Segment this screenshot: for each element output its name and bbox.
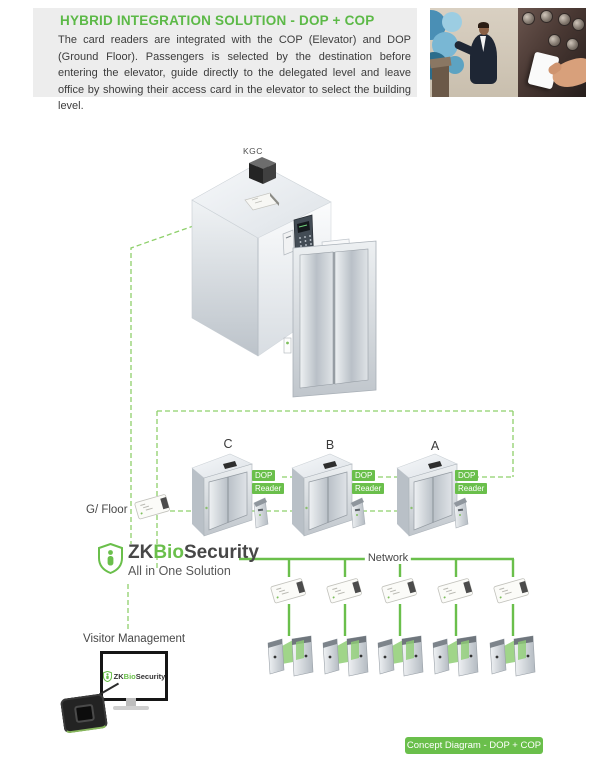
- badge-line: DOP: [455, 470, 479, 481]
- dop-reader-device-b: [350, 497, 366, 529]
- dop-reader-badge-a: DOP Reader: [455, 470, 488, 494]
- shield-icon: [98, 543, 123, 574]
- fingerprint-window: [73, 703, 96, 724]
- brand-tagline: All in One Solution: [128, 564, 231, 578]
- elevator-button: [566, 38, 579, 51]
- network-controller-4: [436, 577, 474, 604]
- elevator-c: [191, 453, 253, 537]
- elevator-button: [522, 12, 535, 25]
- network-label: Network: [364, 552, 412, 564]
- network-controller-2: [325, 577, 363, 604]
- fingerprint-reader: [59, 693, 109, 734]
- kgc-label: KGC: [243, 146, 263, 156]
- visitor-management-label: Visitor Management: [83, 633, 186, 645]
- page-title: HYBRID INTEGRATION SOLUTION - DOP + COP: [60, 13, 375, 28]
- badge-line: DOP: [352, 470, 376, 481]
- elevator-button: [540, 10, 553, 23]
- wall-art-circle: [442, 12, 462, 32]
- visitor-monitor: ZKBioSecurity: [100, 651, 168, 701]
- monitor-brand-text: ZKBioSecurity: [113, 671, 166, 681]
- gfloor-label: G/ Floor: [86, 504, 128, 516]
- hall-reader: [283, 337, 292, 354]
- network-controller-5: [492, 577, 530, 604]
- elevator-button: [548, 34, 561, 47]
- dop-reader-badge-b: DOP Reader: [352, 470, 385, 494]
- badge-line: Reader: [352, 483, 385, 494]
- network-controller-3: [380, 577, 418, 604]
- man-shirt: [480, 36, 486, 52]
- dop-reader-badge-c: DOP Reader: [252, 470, 285, 494]
- cab-roof-controller: [244, 192, 280, 211]
- elevator-b-label: B: [325, 438, 335, 452]
- monitor-logo: ZKBioSecurity: [102, 670, 166, 682]
- dop-reader-device-c: [253, 497, 269, 529]
- shield-icon: [102, 670, 112, 682]
- intro-paragraph: The card readers are integrated with the…: [58, 34, 411, 112]
- badge-line: Reader: [455, 483, 488, 494]
- diagram-artwork: [127, 157, 536, 677]
- turnstile-3: [377, 635, 424, 677]
- turnstile-4: [432, 635, 479, 677]
- elevator-button: [572, 18, 585, 31]
- main-elevator-illustration: [191, 157, 377, 398]
- photo-man-at-kiosk: [430, 8, 518, 97]
- elevator-button: [558, 13, 571, 26]
- turnstile-1: [267, 635, 314, 677]
- monitor-stand: [126, 698, 136, 706]
- brand-bio: Bio: [153, 542, 184, 563]
- kiosk: [432, 64, 449, 97]
- cab-card-reader: [282, 229, 295, 256]
- brand-zk: ZK: [128, 542, 154, 563]
- zkbiosecurity-logo: ZKBioSecurity All in One Solution: [98, 543, 259, 578]
- header-panel: [33, 8, 417, 97]
- man-hair: [478, 22, 489, 28]
- header-photo: [430, 8, 586, 97]
- turnstile-2: [322, 635, 369, 677]
- badge-line: Reader: [252, 483, 285, 494]
- turnstile-5: [489, 635, 536, 677]
- dop-reader-device-a: [453, 497, 469, 529]
- elevator-a: [396, 453, 458, 537]
- gfloor-controller: [133, 493, 171, 520]
- elevator-b: [291, 453, 353, 537]
- brand-security: Security: [183, 542, 259, 563]
- brand-name: ZKBioSecurity: [128, 543, 259, 563]
- network-controller-1: [269, 577, 307, 604]
- badge-line: DOP: [252, 470, 276, 481]
- monitor-base: [113, 706, 149, 710]
- photo-card-at-panel: [518, 8, 586, 97]
- kgc-device: [249, 157, 276, 184]
- elevator-a-label: A: [430, 439, 440, 453]
- man-head: [479, 24, 489, 35]
- footer-badge: Concept Diagram - DOP + COP: [405, 737, 543, 754]
- elevator-c-label: C: [223, 437, 233, 451]
- landing-doors: [292, 240, 377, 398]
